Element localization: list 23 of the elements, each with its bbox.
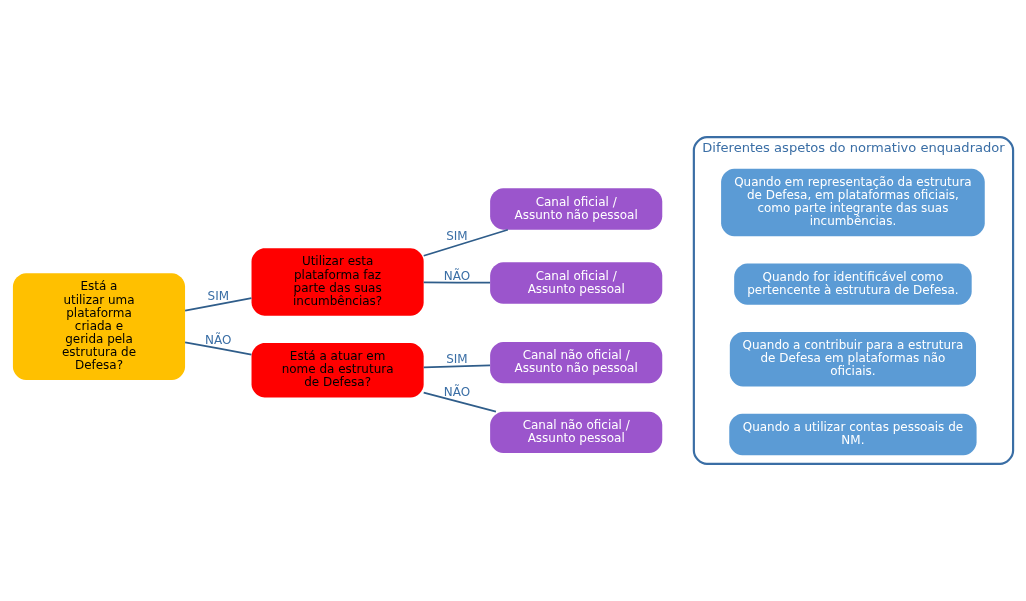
node-box: Está a utilizar uma plataforma criada e gerida pela estrutura de Defesa? (12, 273, 186, 381)
edge-label: SIM (207, 289, 230, 304)
node-box: Quando a contribuir para a estrutura de Defesa em plataformas não oficiais. (729, 332, 977, 387)
connector (184, 297, 253, 312)
node-box: Utilizar esta plataforma faz parte das suas incumbências? (251, 248, 424, 316)
connector (422, 364, 491, 369)
node-box: Está a atuar em nome da estrutura de Defesa? (251, 343, 424, 398)
node-box: Canal não oficial / Assunto não pessoal (490, 341, 663, 384)
edge-label: SIM (446, 352, 468, 367)
connector (422, 228, 509, 257)
edge-label: NÃO (205, 332, 232, 347)
edge-label: SIM (446, 229, 468, 244)
edge-label: NÃO (443, 268, 471, 283)
connector (422, 281, 491, 284)
connector (422, 391, 497, 413)
connector (184, 341, 253, 356)
node-box: Canal oficial / Assunto não pessoal (490, 188, 663, 230)
edge-label: NÃO (443, 385, 471, 400)
node-box: Canal não oficial / Assunto pessoal (490, 411, 663, 454)
node-box: Quando a utilizar contas pessoais de NM. (729, 413, 977, 456)
node-box: Canal oficial / Assunto pessoal (490, 262, 663, 304)
node-box: Quando for identificável como pertencente à estrutura de Defesa. (734, 263, 972, 305)
node-box: Quando em representação da estrutura de Defesa, em plataformas oficiais, como parte integrante das suas incumbências. (721, 168, 985, 237)
